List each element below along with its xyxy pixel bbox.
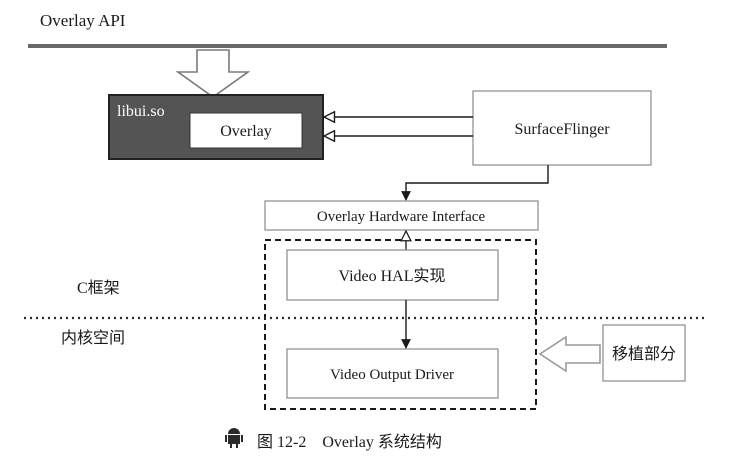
kernel-space-label: 内核空间 xyxy=(61,329,125,347)
video-driver-label: Video Output Driver xyxy=(330,367,454,383)
hw-interface-box xyxy=(264,200,539,231)
porting-left-arrow xyxy=(538,335,601,373)
c-framework-label: C框架 xyxy=(77,279,120,297)
hw-interface-label: Overlay Hardware Interface xyxy=(317,209,486,225)
surfaceflinger-label: SurfaceFlinger xyxy=(514,121,610,138)
porting-box xyxy=(602,324,686,382)
video-driver-box xyxy=(286,348,499,399)
porting-label: 移植部分 xyxy=(612,345,676,363)
libui-overlay-label: Overlay xyxy=(220,123,272,140)
video-hal-label: Video HAL实现 xyxy=(338,267,445,285)
overlay-api-label: Overlay API xyxy=(40,11,126,30)
sf-to-hwi-arrow xyxy=(401,165,549,201)
surfaceflinger-box xyxy=(472,90,652,166)
api-down-arrow xyxy=(175,49,251,98)
libui-overlay-box xyxy=(189,112,303,149)
video-hal-box xyxy=(286,249,499,301)
android-icon xyxy=(225,428,243,448)
figure-caption: 图 12-2 Overlay 系统结构 xyxy=(257,433,442,451)
libui-title: libui.so xyxy=(117,103,165,120)
